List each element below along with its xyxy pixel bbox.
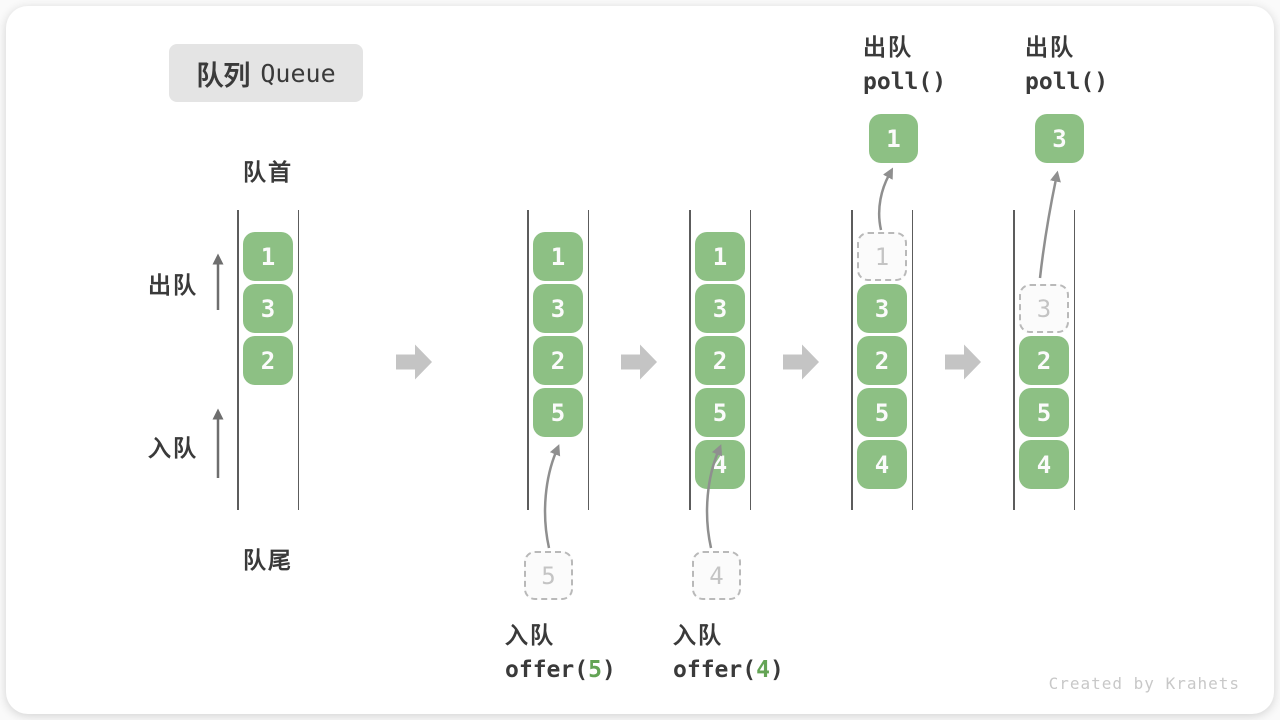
title-en: Queue: [260, 58, 336, 88]
queue-item: 5: [1019, 388, 1069, 437]
enqueue-caption-op: 入队: [673, 622, 723, 648]
enqueue-caption: 入队 offer(4): [673, 616, 784, 683]
queue-item: 1: [243, 232, 293, 281]
queue-item: 5: [533, 388, 583, 437]
queue-wall-right: [1073, 210, 1075, 510]
popped-item: 1: [869, 114, 918, 163]
queue-rear-label: 队尾: [243, 547, 293, 573]
dequeue-header: 出队 poll(): [863, 28, 946, 95]
queue-item: 4: [1019, 440, 1069, 489]
queue-item: 2: [1019, 336, 1069, 385]
queue-item: 3: [695, 284, 745, 333]
dequeue-header-code: poll(): [1025, 69, 1109, 95]
enqueue-caption-code: offer(5): [505, 657, 616, 683]
queue-item-dashed: 3: [1019, 284, 1069, 333]
queue-item: 3: [243, 284, 293, 333]
watermark: Created by Krahets: [1048, 674, 1240, 693]
popped-item: 3: [1035, 114, 1084, 163]
queue-wall-left: [851, 210, 853, 510]
queue-wall-right: [749, 210, 751, 510]
queue-item: 4: [857, 440, 907, 489]
queue-item: 4: [695, 440, 745, 489]
queue-wall-left: [1013, 210, 1015, 510]
queue-item: 1: [533, 232, 583, 281]
queue-state-5: 3 2 5 4: [1013, 210, 1075, 510]
enqueue-caption-op: 入队: [505, 622, 555, 648]
enqueue-side-label: 入队: [148, 435, 198, 461]
queue-state-4: 1 3 2 5 4: [851, 210, 913, 510]
queue-item: 3: [533, 284, 583, 333]
dequeue-side-label: 出队: [148, 272, 198, 298]
queue-item: 2: [533, 336, 583, 385]
queue-wall-left: [527, 210, 529, 510]
diagram-title: 队列 Queue: [169, 44, 363, 102]
queue-wall-left: [237, 210, 239, 510]
step-arrow-icon: [783, 344, 819, 380]
offer-arg: 4: [756, 657, 770, 683]
enqueue-caption-code: offer(4): [673, 657, 784, 683]
step-arrow-icon: [621, 344, 657, 380]
queue-item-dashed: 1: [857, 232, 907, 281]
queue-item: 3: [857, 284, 907, 333]
dequeue-header-op: 出队: [863, 34, 913, 60]
pending-item: 5: [524, 551, 573, 600]
queue-item: 2: [695, 336, 745, 385]
enqueue-caption: 入队 offer(5): [505, 616, 616, 683]
queue-state-1: 1 3 2: [237, 210, 299, 510]
offer-arg: 5: [588, 657, 602, 683]
queue-state-3: 1 3 2 5 4: [689, 210, 751, 510]
pending-item: 4: [692, 551, 741, 600]
queue-wall-right: [587, 210, 589, 510]
queue-item: 5: [857, 388, 907, 437]
step-arrow-icon: [396, 344, 432, 380]
step-arrow-icon: [945, 344, 981, 380]
queue-wall-right: [297, 210, 299, 510]
queue-item: 2: [857, 336, 907, 385]
queue-wall-right: [911, 210, 913, 510]
dequeue-header-code: poll(): [863, 69, 947, 95]
title-zh: 队列: [196, 60, 251, 91]
queue-item: 2: [243, 336, 293, 385]
dequeue-header-op: 出队: [1025, 34, 1075, 60]
queue-front-label: 队首: [243, 159, 293, 185]
queue-item: 5: [695, 388, 745, 437]
queue-state-2: 1 3 2 5: [527, 210, 589, 510]
dequeue-header: 出队 poll(): [1025, 28, 1108, 95]
queue-wall-left: [689, 210, 691, 510]
queue-item: 1: [695, 232, 745, 281]
